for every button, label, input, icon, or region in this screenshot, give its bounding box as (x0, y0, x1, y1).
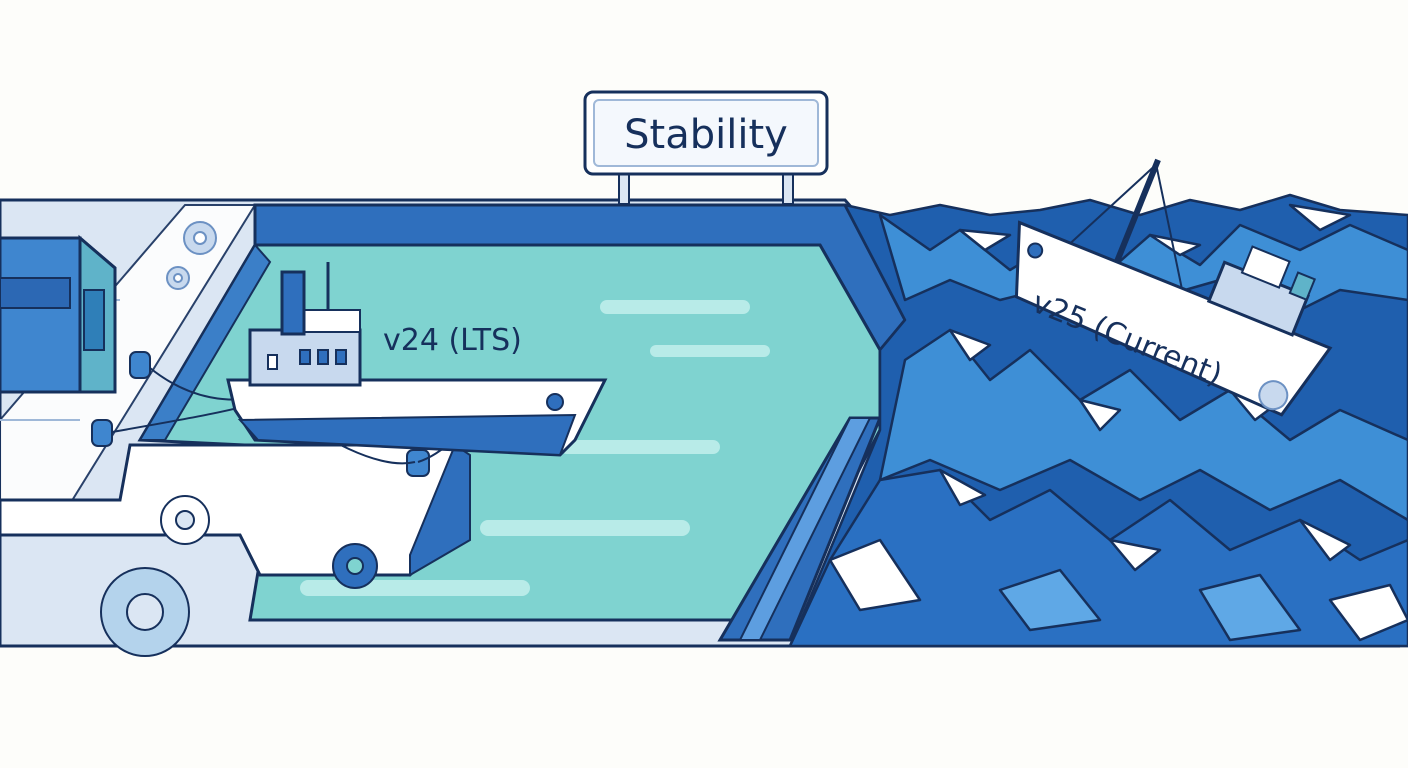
stability-sign (583, 90, 829, 205)
current-ship (1014, 158, 1333, 417)
bollard-icon (129, 351, 151, 379)
lts-ship-label: v24 (LTS) (383, 323, 522, 358)
lts-ship (226, 262, 608, 457)
gear-icon (183, 221, 217, 255)
sign-text: Stability (624, 112, 788, 158)
gear-icon (332, 543, 378, 589)
warehouse-icon (0, 234, 117, 394)
gear-icon (166, 266, 190, 290)
gear-icon (100, 567, 190, 657)
gear-icon (160, 495, 210, 545)
bollard-icon (91, 419, 113, 447)
